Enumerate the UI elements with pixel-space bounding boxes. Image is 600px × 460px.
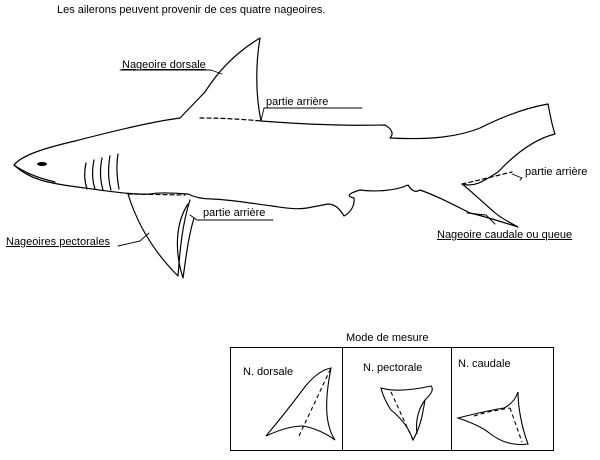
shark-outline [13, 37, 556, 228]
leader-dorsal [119, 69, 223, 75]
leader-caudal [466, 212, 496, 225]
shark-eye [37, 162, 47, 166]
caudal-fin-measure-icon [456, 391, 529, 446]
pectoral-fin [127, 193, 191, 277]
label-caudal: Nageoire caudale ou queue [437, 229, 573, 241]
leader-rear-caudal [511, 173, 523, 181]
panel-pectoral: N. pectorale [342, 347, 452, 451]
panel-dorsal: N. dorsale [230, 347, 343, 451]
pectoral-rear-fin [176, 203, 195, 279]
label-dorsal: Nageoire dorsale [122, 59, 206, 71]
label-rear-caudal: partie arrière [525, 166, 588, 178]
panel-dorsal-label: N. dorsale [243, 366, 294, 378]
label-pectorals: Nageoires pectorales [6, 236, 110, 248]
label-rear-pectoral: partie arrière [203, 207, 266, 219]
diagram-title: Les ailerons peuvent provenir de ces qua… [57, 4, 326, 16]
leader-rear-pectoral [189, 214, 274, 221]
label-rear-dorsal: partie arrière [266, 96, 329, 108]
leader-rear-dorsal [260, 107, 363, 122]
dorsal-base-dash [199, 117, 262, 122]
measure-title: Mode de mesure [346, 332, 429, 344]
caudal-base-dash [461, 171, 513, 185]
pectoral-base-dash [127, 193, 186, 196]
mouth-line [13, 164, 56, 183]
leader-pectorals [117, 232, 150, 247]
panel-caudal-label: N. caudale [458, 358, 511, 370]
panel-pectoral-label: N. pectorale [363, 362, 423, 374]
dorsal-fin-measure-icon [265, 367, 336, 441]
gill-slits [84, 153, 120, 191]
shark-diagram [13, 37, 556, 279]
panel-caudal: N. caudale [451, 347, 554, 451]
pectoral-fin-measure-icon [380, 385, 433, 442]
